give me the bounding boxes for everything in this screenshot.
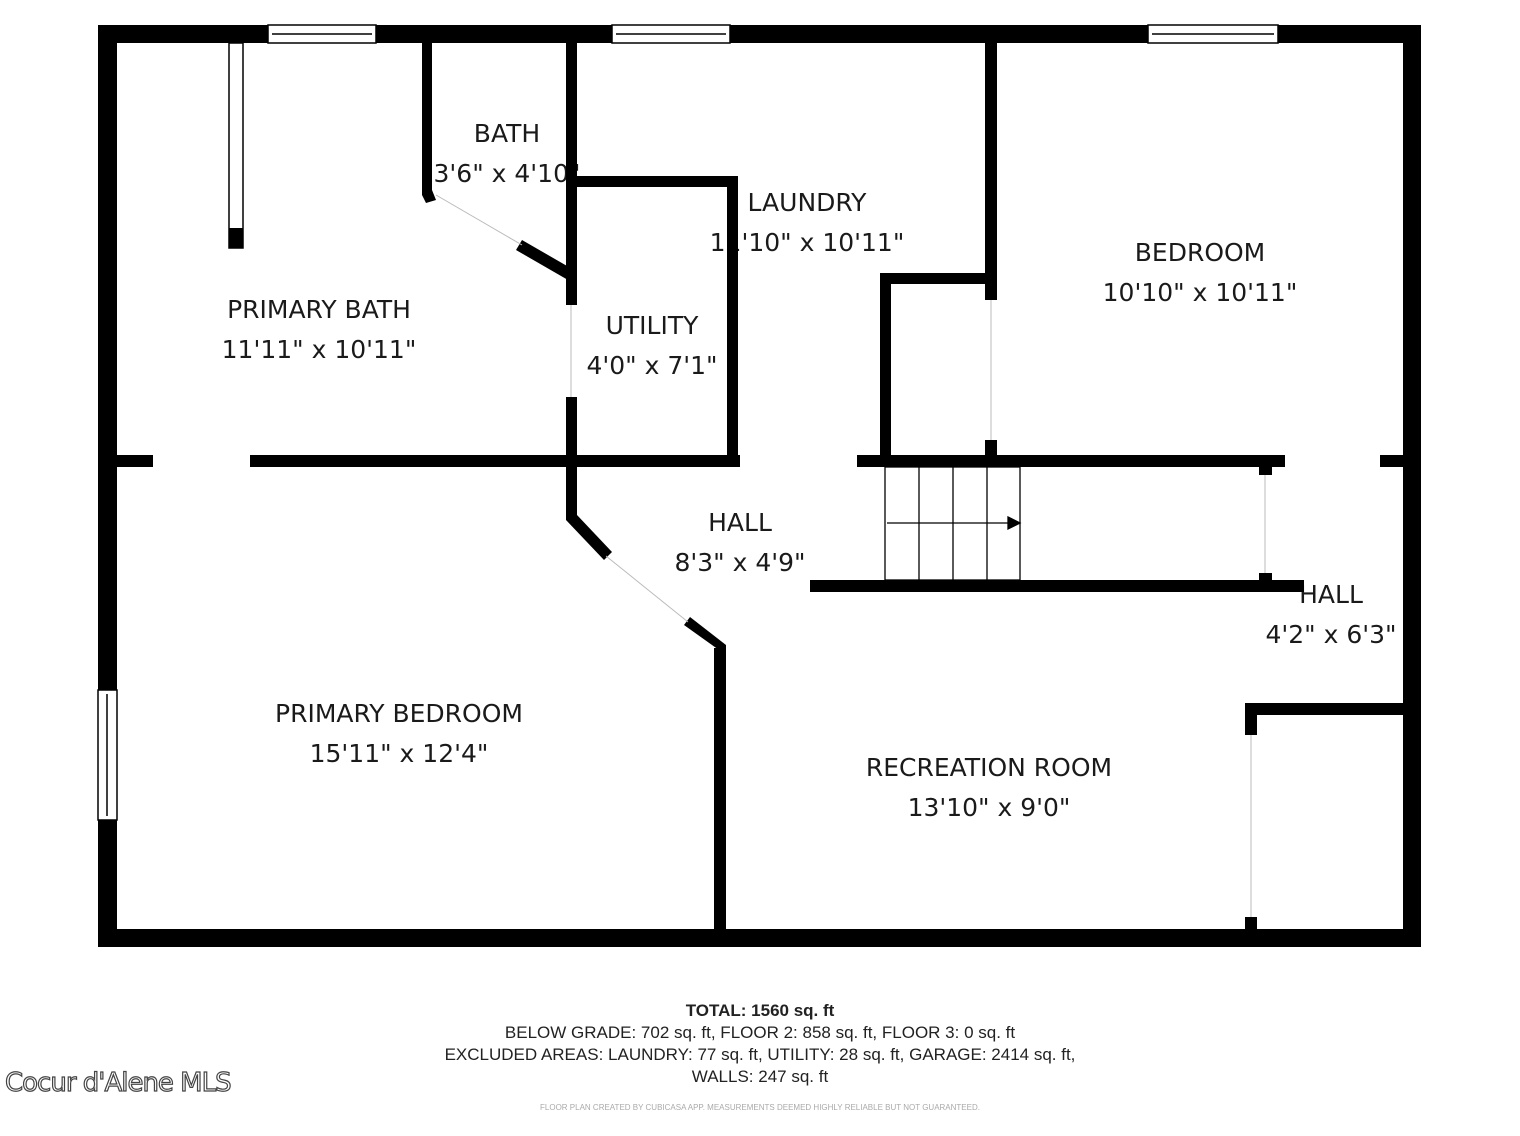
disclaimer: FLOOR PLAN CREATED BY CUBICASA APP. MEAS… — [540, 1103, 980, 1112]
room-dims: 15'11" x 12'4" — [310, 739, 489, 768]
excluded-areas: EXCLUDED AREAS: LAUNDRY: 77 sq. ft, UTIL… — [444, 1045, 1076, 1064]
room-dims: 11'10" x 10'11" — [710, 228, 905, 257]
room-name: PRIMARY BATH — [227, 295, 411, 324]
room-dims: 11'11" x 10'11" — [222, 335, 417, 364]
room-name: RECREATION ROOM — [866, 753, 1112, 782]
room-name: PRIMARY BEDROOM — [275, 699, 523, 728]
room-name: BATH — [474, 119, 540, 148]
room-dims: 8'3" x 4'9" — [674, 548, 805, 577]
walls-area: WALLS: 247 sq. ft — [691, 1067, 829, 1086]
room-labels: PRIMARY BATH 11'11" x 10'11" BATH 3'6" x… — [222, 119, 1397, 822]
room-dims: 4'0" x 7'1" — [586, 351, 717, 380]
room-dims: 13'10" x 9'0" — [908, 793, 1071, 822]
room-name: HALL — [1299, 580, 1363, 609]
room-dims: 4'2" x 6'3" — [1265, 620, 1396, 649]
room-name: BEDROOM — [1135, 238, 1266, 267]
floor-areas: BELOW GRADE: 702 sq. ft, FLOOR 2: 858 sq… — [504, 1023, 1016, 1042]
windows — [97, 24, 1279, 821]
room-name: UTILITY — [606, 311, 700, 340]
stairs — [884, 466, 1022, 581]
total-area: TOTAL: 1560 sq. ft — [685, 1001, 835, 1020]
stairs-arrow-icon — [1007, 515, 1022, 531]
room-name: LAUNDRY — [748, 188, 868, 217]
room-dims: 3'6" x 4'10" — [434, 159, 581, 188]
doorways — [435, 194, 1266, 917]
room-dims: 10'10" x 10'11" — [1103, 278, 1298, 307]
room-name: HALL — [708, 508, 772, 537]
watermark-logo: Cocur d'Alene MLS — [4, 1067, 232, 1098]
walls — [98, 25, 1421, 947]
